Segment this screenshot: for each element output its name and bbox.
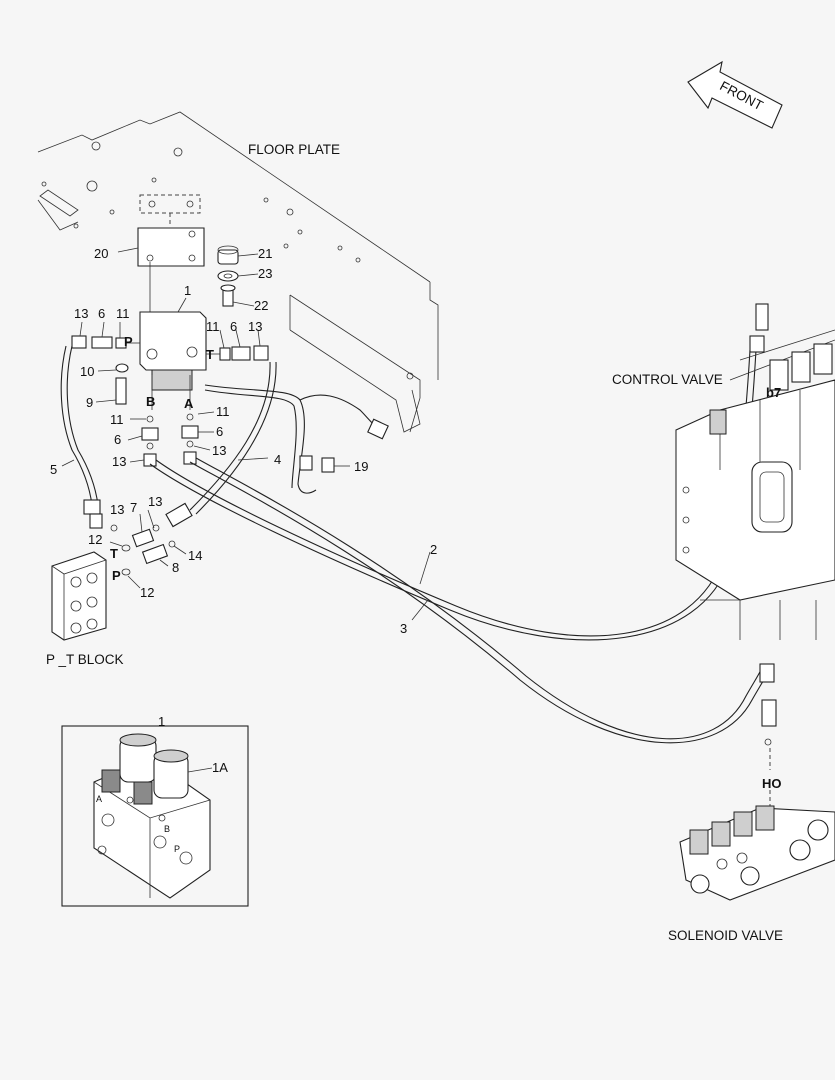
port-p-block: P — [112, 568, 121, 583]
port-a: A — [184, 396, 194, 411]
port-t-top: T — [206, 347, 214, 362]
callout-12-a: 12 — [88, 532, 102, 547]
pt-block: P _T BLOCK — [46, 551, 124, 667]
callout-7: 7 — [130, 500, 137, 515]
callout-13-b: 13 — [248, 319, 262, 334]
callout-13-c: 13 — [112, 454, 126, 469]
callout-22: 22 — [254, 298, 268, 313]
valve-block — [139, 297, 207, 391]
callout-2: 2 — [430, 542, 437, 557]
wire-harness-19 — [204, 384, 389, 494]
left-port-fittings — [71, 321, 140, 349]
callout-13-a: 13 — [74, 306, 88, 321]
callout-6-d: 6 — [216, 424, 223, 439]
callout-1-inset: 1 — [158, 714, 165, 729]
right-port-fittings — [206, 329, 269, 361]
callout-23: 23 — [258, 266, 272, 281]
callout-numbers: 1 20 21 23 22 13 6 11 11 6 13 10 9 11 6 … — [50, 246, 437, 775]
callout-19: 19 — [354, 459, 368, 474]
callout-11-b: 11 — [206, 319, 220, 334]
port-t-block: T — [110, 546, 118, 561]
hose-5 — [60, 345, 103, 529]
bolt-9-washer-10 — [95, 363, 129, 405]
inset-detail — [61, 718, 249, 907]
pt-block-label: P _T BLOCK — [46, 652, 124, 667]
callout-10: 10 — [80, 364, 94, 379]
fittings-21-23-22 — [217, 245, 259, 307]
callout-1a: 1A — [212, 760, 228, 775]
control-valve-fittings — [749, 303, 769, 353]
solenoid-valve-label: SOLENOID VALVE — [668, 928, 783, 943]
pt-block-fittings — [109, 509, 187, 589]
callout-6-a: 6 — [98, 306, 105, 321]
callout-6-c: 6 — [114, 432, 121, 447]
callout-13-d: 13 — [212, 443, 226, 458]
callout-11-a: 11 — [116, 306, 130, 321]
callout-14: 14 — [188, 548, 202, 563]
hose-2 — [149, 349, 757, 641]
floor-plate-label: FLOOR PLATE — [248, 142, 340, 157]
callout-6-b: 6 — [230, 319, 237, 334]
floor-plate: FLOOR PLATE — [37, 111, 439, 433]
port-letters: P T B A T P A B P — [96, 334, 214, 854]
front-arrow: FRONT — [687, 60, 783, 129]
hose-4 — [165, 361, 277, 528]
callout-20: 20 — [94, 246, 108, 261]
callout-12-b: 12 — [140, 585, 154, 600]
inset-port-p: P — [174, 844, 180, 854]
hose-3 — [189, 457, 769, 744]
port-b7-label: b7 — [766, 385, 781, 400]
callout-8: 8 — [172, 560, 179, 575]
mounting-plate — [117, 227, 205, 312]
callout-21: 21 — [258, 246, 272, 261]
port-b: B — [146, 394, 155, 409]
control-valve-label: CONTROL VALVE — [612, 372, 723, 387]
port-ho-label: HO — [762, 776, 782, 791]
port-p-top: P — [124, 334, 133, 349]
callout-5: 5 — [50, 462, 57, 477]
inset-port-a: A — [96, 794, 102, 804]
callout-3: 3 — [400, 621, 407, 636]
callout-13-f: 13 — [148, 494, 162, 509]
callout-4: 4 — [274, 452, 281, 467]
solenoid-valve: HO SOLENOID VALVE — [668, 663, 835, 943]
callout-11-c: 11 — [110, 412, 124, 427]
control-valve: CONTROL VALVE b7 — [612, 329, 835, 640]
callout-11-d: 11 — [216, 404, 230, 419]
inset-port-b: B — [164, 824, 170, 834]
callout-9: 9 — [86, 395, 93, 410]
callout-1: 1 — [184, 283, 191, 298]
callout-13-e: 13 — [110, 502, 124, 517]
b-a-port-fittings — [127, 375, 215, 467]
